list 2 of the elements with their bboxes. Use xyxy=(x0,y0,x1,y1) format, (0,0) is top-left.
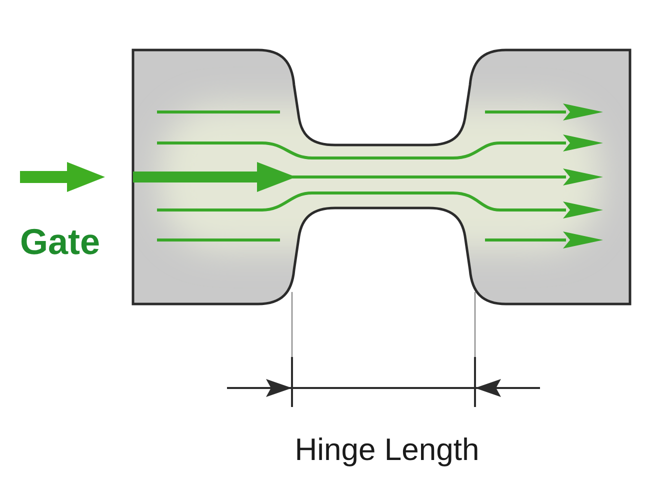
gate-label: Gate xyxy=(20,221,100,262)
dimension-label: Hinge Length xyxy=(294,432,480,468)
